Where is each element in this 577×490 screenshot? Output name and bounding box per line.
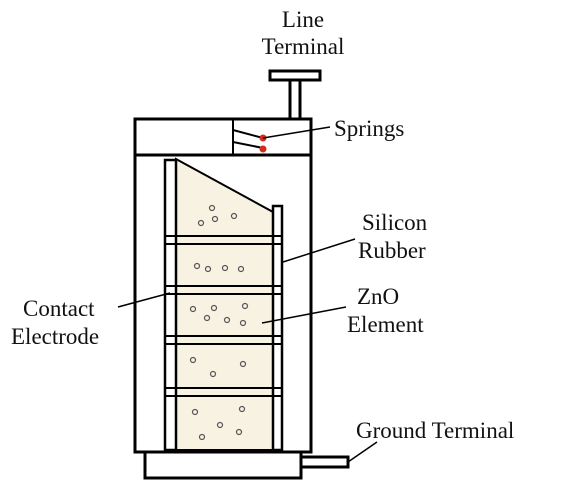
contact-electrode-label-line1: Contact <box>23 296 95 321</box>
ground-terminal-leader <box>347 441 378 463</box>
bottom-base <box>143 450 303 480</box>
contact-electrode-bar <box>163 158 178 452</box>
leader-lines <box>117 126 378 463</box>
ground-terminal <box>299 455 350 469</box>
spring-dot <box>259 145 267 153</box>
line-terminal <box>268 69 322 122</box>
silicon-rubber-label-line1: Silicon <box>362 210 428 235</box>
contact-electrode-label-line2: Electrode <box>11 324 99 349</box>
springs-label: Springs <box>334 116 404 141</box>
silicon-rubber-bar <box>271 204 284 452</box>
electrode-plates <box>165 235 282 397</box>
zno-grains <box>189 204 249 441</box>
line-terminal-label-line1: Line <box>282 7 324 32</box>
contact-electrode-leader <box>117 292 171 308</box>
springs-leader <box>262 126 331 139</box>
zno-element-label-line1: ZnO <box>357 284 399 309</box>
silicon-rubber-leader <box>282 238 356 263</box>
line-terminal-label-line2: Terminal <box>262 34 345 59</box>
zno-element-leader <box>261 306 347 324</box>
zno-element-label-line2: Element <box>347 312 424 337</box>
ground-terminal-label: Ground Terminal <box>356 418 514 443</box>
silicon-rubber-label-line2: Rubber <box>358 238 426 263</box>
